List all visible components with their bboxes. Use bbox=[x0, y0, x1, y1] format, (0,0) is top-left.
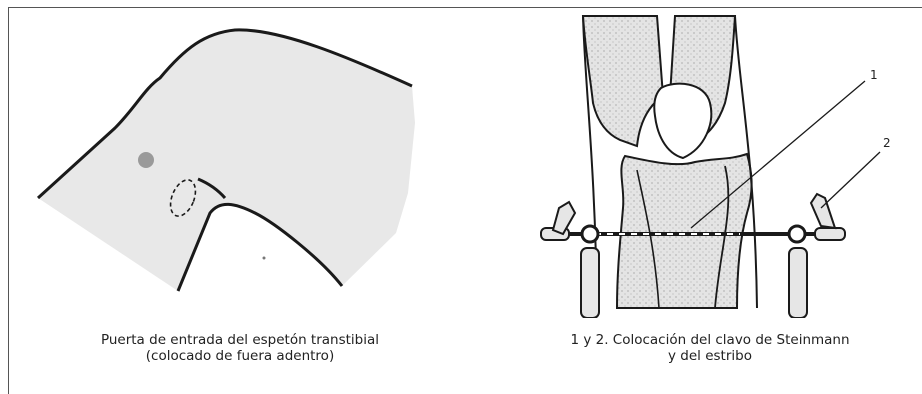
left-caption-line1: Puerta de entrada del espetón transtibia… bbox=[20, 332, 460, 348]
callout-label-1: 1 bbox=[870, 68, 878, 82]
stirrup-left-upright bbox=[581, 248, 599, 318]
right-caption-line1: 1 y 2. Colocación del clavo de Steinmann bbox=[510, 332, 910, 348]
stirrup-left-handle bbox=[553, 202, 575, 234]
left-caption-line2: (colocado de fuera adentro) bbox=[20, 348, 460, 364]
stirrup-right-upright bbox=[789, 248, 807, 318]
entry-point-marker bbox=[138, 152, 154, 168]
stirrup-right-clamp bbox=[815, 228, 845, 240]
callout-leader-2 bbox=[821, 152, 880, 208]
stirrup-right-joint bbox=[789, 226, 805, 242]
steinmann-pin-illustration bbox=[525, 8, 922, 318]
stirrup-right-handle bbox=[811, 194, 835, 228]
patella bbox=[654, 84, 711, 158]
frame-left-rule bbox=[8, 7, 9, 394]
speck-mark bbox=[263, 257, 266, 260]
femur-shaft-left bbox=[583, 16, 663, 146]
bent-leg-silhouette bbox=[38, 30, 415, 291]
stirrup-left-joint bbox=[582, 226, 598, 242]
knee-side-view-illustration bbox=[20, 8, 460, 308]
left-caption: Puerta de entrada del espetón transtibia… bbox=[20, 332, 460, 364]
tibia-fibula-shape bbox=[617, 154, 752, 308]
callout-label-2: 2 bbox=[883, 136, 891, 150]
right-caption: 1 y 2. Colocación del clavo de Steinmann… bbox=[510, 332, 910, 364]
right-caption-line2: y del estribo bbox=[510, 348, 910, 364]
